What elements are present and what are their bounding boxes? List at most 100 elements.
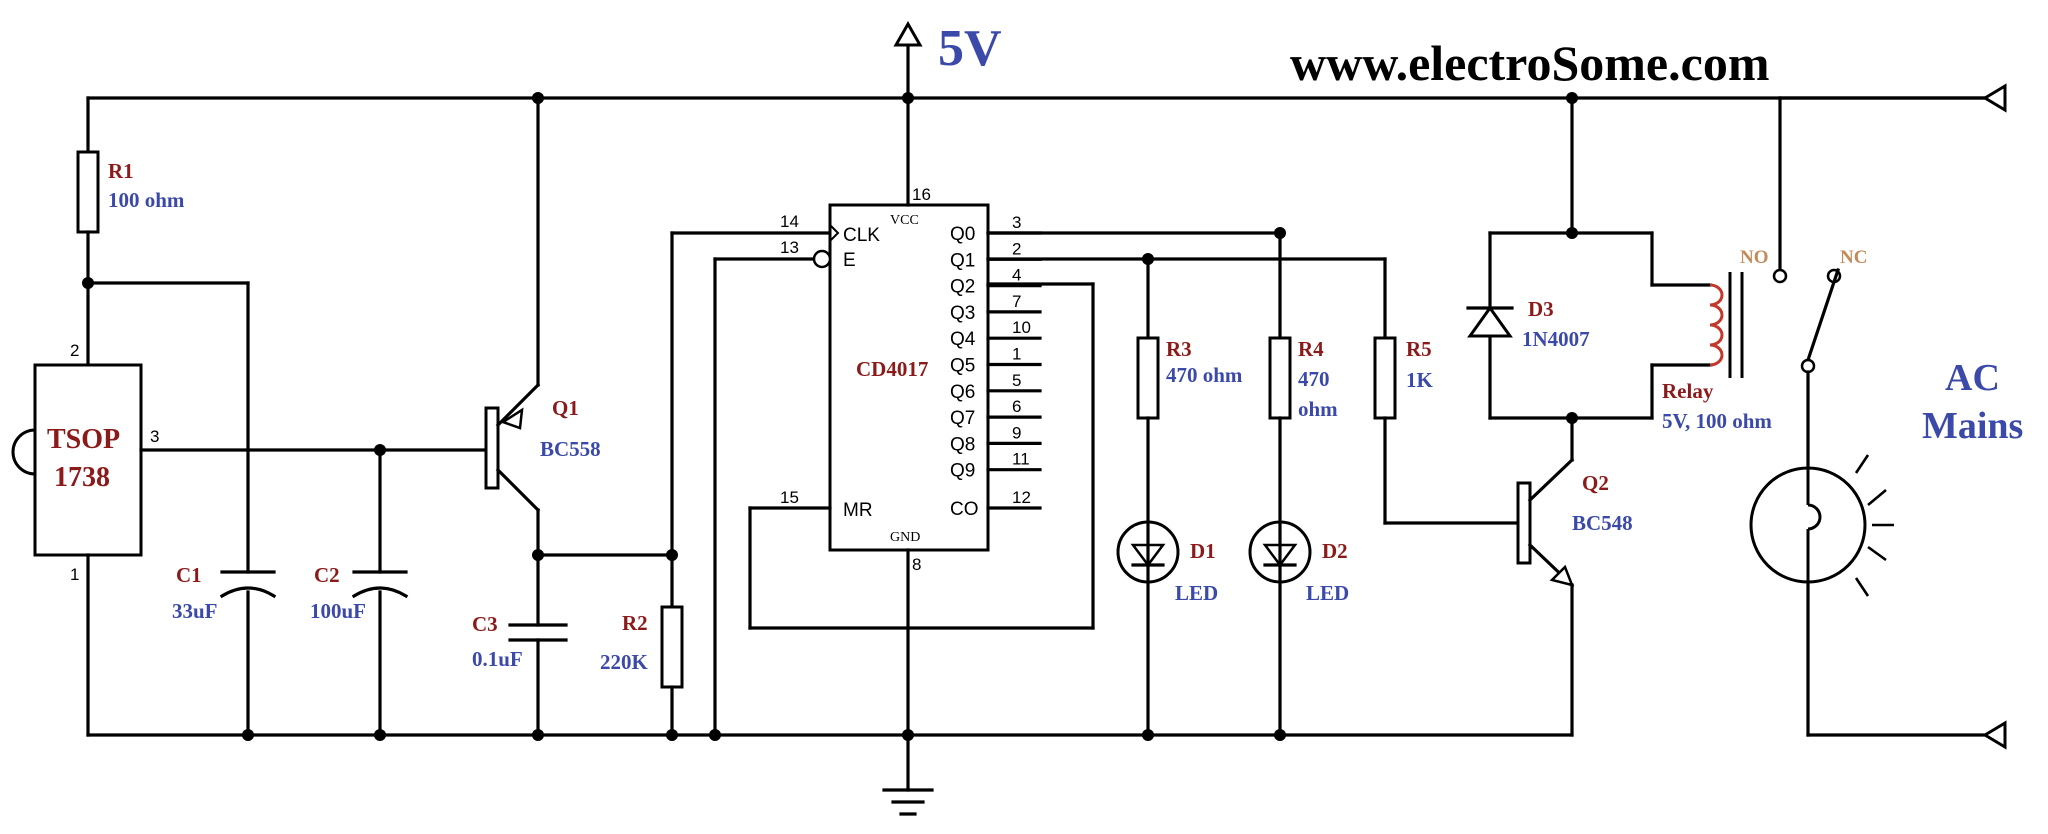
q2-ref: Q2 <box>1582 471 1609 495</box>
r5-value: 1K <box>1406 368 1434 392</box>
ic-pin-number: 6 <box>1012 397 1021 416</box>
ac-label-line1: AC <box>1945 357 2000 399</box>
tsop-pin-2: 2 <box>70 341 79 360</box>
r4-ref: R4 <box>1298 337 1324 361</box>
c1-ref: C1 <box>176 563 202 587</box>
resistor-r5 <box>1373 336 1397 420</box>
ic-pin-label: Q9 <box>950 461 975 482</box>
r3-value: 470 ohm <box>1166 363 1243 387</box>
d2-ref: D2 <box>1322 539 1348 563</box>
ic-pin-number: 7 <box>1012 292 1021 311</box>
ic-pin-15: 15 <box>780 488 799 507</box>
resistor-r4 <box>1268 336 1292 420</box>
ic-pin-clk: CLK <box>843 225 880 246</box>
tsop-line2: 1738 <box>54 462 110 493</box>
ic-pin-number: 10 <box>1012 318 1031 337</box>
website-label: www.electroSome.com <box>1290 35 1769 91</box>
relay-no-contact <box>1772 268 1788 284</box>
ic-pin-number: 12 <box>1012 488 1031 507</box>
q2-value: BC548 <box>1572 511 1633 535</box>
tsop-sensor <box>11 363 143 557</box>
relay-value: 5V, 100 ohm <box>1662 409 1772 433</box>
ic-pin-label: Q5 <box>950 356 975 377</box>
clock-input-icon <box>829 222 840 244</box>
ic-pin-label: Q4 <box>950 329 976 350</box>
q1-value: BC558 <box>540 437 601 461</box>
relay-switch-arm <box>1805 267 1841 363</box>
c2-ref: C2 <box>314 563 340 587</box>
transistor-q1 <box>484 382 541 513</box>
resistor-r3 <box>1136 336 1160 420</box>
capacitor-c1 <box>219 570 277 599</box>
led-d1 <box>1116 520 1180 584</box>
ic-pin-13: 13 <box>780 238 799 257</box>
r2-ref: R2 <box>622 611 648 635</box>
ic-pin-label: CO <box>950 499 979 520</box>
ic-pin-number: 9 <box>1012 423 1021 442</box>
ic-gnd-label: GND <box>890 530 920 545</box>
relay-no-label: NO <box>1740 247 1769 268</box>
tsop-pin-1: 1 <box>70 565 79 584</box>
relay-common-contact <box>1800 358 1816 374</box>
ic-vcc-label: VCC <box>890 213 919 228</box>
ic-pin-14: 14 <box>780 212 799 231</box>
ic-pin-e: E <box>843 250 856 271</box>
r3-ref: R3 <box>1166 337 1192 361</box>
ic-pin-label: Q0 <box>950 224 975 245</box>
enable-inversion-icon <box>812 249 832 269</box>
ic-gnd-pin: 8 <box>912 555 921 574</box>
c1-value: 33uF <box>172 599 218 623</box>
d2-value: LED <box>1306 581 1349 605</box>
ic-pin-number: 3 <box>1012 213 1021 232</box>
relay-label: Relay <box>1662 379 1714 403</box>
tsop-line1: TSOP <box>47 424 120 455</box>
ic-pin-number: 2 <box>1012 239 1021 258</box>
ic-pin-label: Q3 <box>950 303 975 324</box>
r2-value: 220K <box>600 650 649 674</box>
lamp-icon <box>1749 454 1894 597</box>
tsop-pin-3: 3 <box>150 427 159 446</box>
transistor-q2 <box>1516 457 1575 588</box>
resistor-r2 <box>660 605 684 689</box>
ic-pin-label: Q2 <box>950 277 975 298</box>
capacitor-c2 <box>351 570 409 599</box>
ic-pin-number: 5 <box>1012 371 1021 390</box>
supply-arrow-icon <box>893 20 923 100</box>
r4-value-2: ohm <box>1298 397 1338 421</box>
r1-value: 100 ohm <box>108 188 185 212</box>
ic-name: CD4017 <box>856 357 928 381</box>
ic-pin-label: Q7 <box>950 408 975 429</box>
q1-ref: Q1 <box>552 396 579 420</box>
ic-cd4017 <box>828 203 990 552</box>
r4-value-1: 470 <box>1298 367 1330 391</box>
ic-pin-number: 4 <box>1012 266 1021 285</box>
resistor-r1 <box>76 150 100 234</box>
r5-ref: R5 <box>1406 337 1432 361</box>
junction-dots <box>82 92 1578 741</box>
c3-value: 0.1uF <box>472 647 523 671</box>
r1-ref: R1 <box>108 159 134 183</box>
diode-d3 <box>1466 305 1514 338</box>
d1-ref: D1 <box>1190 539 1216 563</box>
ic-pin-number: 1 <box>1012 345 1021 364</box>
ic-pin-number: 11 <box>1012 450 1030 469</box>
ac-terminal-top-icon <box>1982 83 2007 113</box>
d3-ref: D3 <box>1528 297 1554 321</box>
c3-ref: C3 <box>472 612 498 636</box>
relay-nc-label: NC <box>1840 247 1867 268</box>
ac-terminal-bottom-icon <box>1982 720 2007 750</box>
ic-vcc-pin: 16 <box>912 185 931 204</box>
relay-coil-icon <box>1709 272 1744 378</box>
ic-pin-label: Q6 <box>950 382 975 403</box>
ic-pin-label: Q1 <box>950 250 975 271</box>
led-d2 <box>1248 520 1312 584</box>
ic-pin-label: Q8 <box>950 434 975 455</box>
d1-value: LED <box>1175 581 1218 605</box>
ground-icon <box>882 788 934 816</box>
ic-pin-mr: MR <box>843 500 873 521</box>
supply-voltage-label: 5V <box>938 20 1002 77</box>
capacitor-c3 <box>508 623 568 642</box>
c2-value: 100uF <box>310 599 366 623</box>
ac-label-line2: Mains <box>1922 405 2023 447</box>
